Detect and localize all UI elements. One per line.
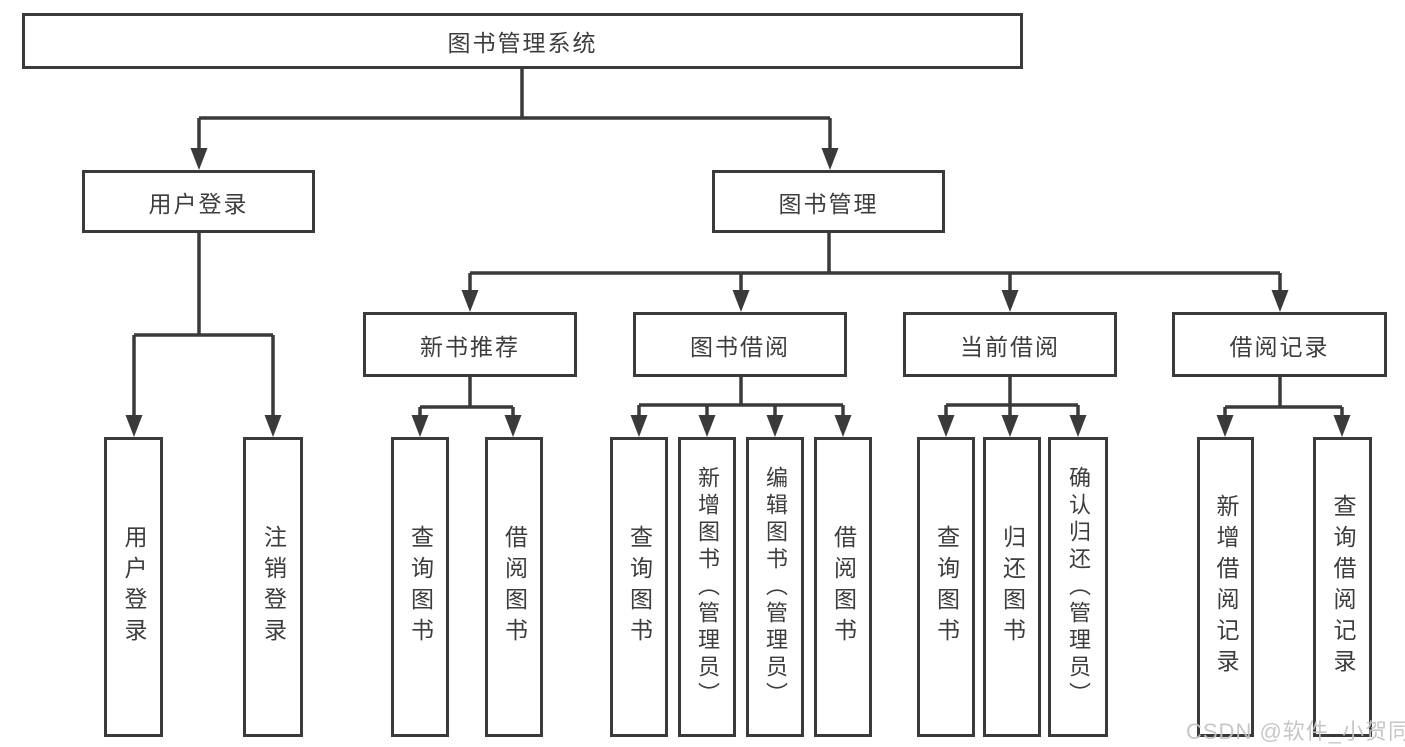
- leaf-query-borrow-record: 查询借阅记录: [1313, 437, 1372, 737]
- leaf-query-books: 查询图书: [917, 437, 975, 737]
- node-label: 新书推荐: [420, 333, 520, 360]
- leaf-add-borrow-record: 新增借阅记录: [1197, 437, 1254, 737]
- leaf-label: 确认归还（管理员）: [1066, 465, 1091, 709]
- node-library-management-system: 图书管理系统: [22, 13, 1023, 69]
- leaf-label: 借阅图书: [830, 525, 857, 649]
- leaf-confirm-return-admin: 确认归还（管理员）: [1048, 437, 1108, 737]
- node-label: 图书借阅: [690, 333, 790, 360]
- leaf-label: 新增图书（管理员）: [695, 465, 720, 709]
- leaf-label: 查询借阅记录: [1330, 494, 1356, 680]
- leaf-label: 借阅图书: [501, 525, 528, 649]
- node-book-borrowing: 图书借阅: [633, 312, 847, 377]
- leaf-label: 归还图书: [999, 525, 1026, 649]
- node-label: 图书管理系统: [447, 30, 598, 56]
- leaf-label: 查询图书: [407, 525, 434, 649]
- leaf-return-books: 归还图书: [983, 437, 1041, 737]
- leaf-borrow-books: 借阅图书: [485, 437, 543, 737]
- node-label: 用户登录: [148, 190, 249, 217]
- leaf-query-books: 查询图书: [391, 437, 449, 737]
- leaf-query-books: 查询图书: [610, 437, 668, 737]
- node-new-book-recommend: 新书推荐: [363, 312, 577, 377]
- node-label: 借阅记录: [1229, 333, 1330, 360]
- leaf-label: 新增借阅记录: [1213, 494, 1239, 680]
- node-borrowing-records: 借阅记录: [1172, 312, 1387, 377]
- leaf-label: 查询图书: [933, 525, 960, 649]
- leaf-label: 查询图书: [626, 525, 653, 649]
- node-user-login: 用户登录: [82, 170, 315, 233]
- leaf-add-books-admin: 新增图书（管理员）: [678, 437, 736, 737]
- leaf-label: 编辑图书（管理员）: [763, 465, 788, 709]
- leaf-logout: 注销登录: [243, 437, 303, 737]
- leaf-label: 用户登录: [121, 525, 147, 649]
- leaf-borrow-books: 借阅图书: [814, 437, 872, 737]
- node-label: 图书管理: [778, 190, 879, 217]
- leaf-label: 注销登录: [260, 525, 287, 649]
- leaf-edit-books-admin: 编辑图书（管理员）: [746, 437, 804, 737]
- leaf-user-login: 用户登录: [104, 437, 163, 737]
- node-book-management: 图书管理: [712, 170, 945, 233]
- node-label: 当前借阅: [960, 333, 1060, 360]
- node-current-borrowing: 当前借阅: [903, 312, 1117, 377]
- csdn-watermark: CSDN @软件_小贺同学: [1186, 719, 1405, 744]
